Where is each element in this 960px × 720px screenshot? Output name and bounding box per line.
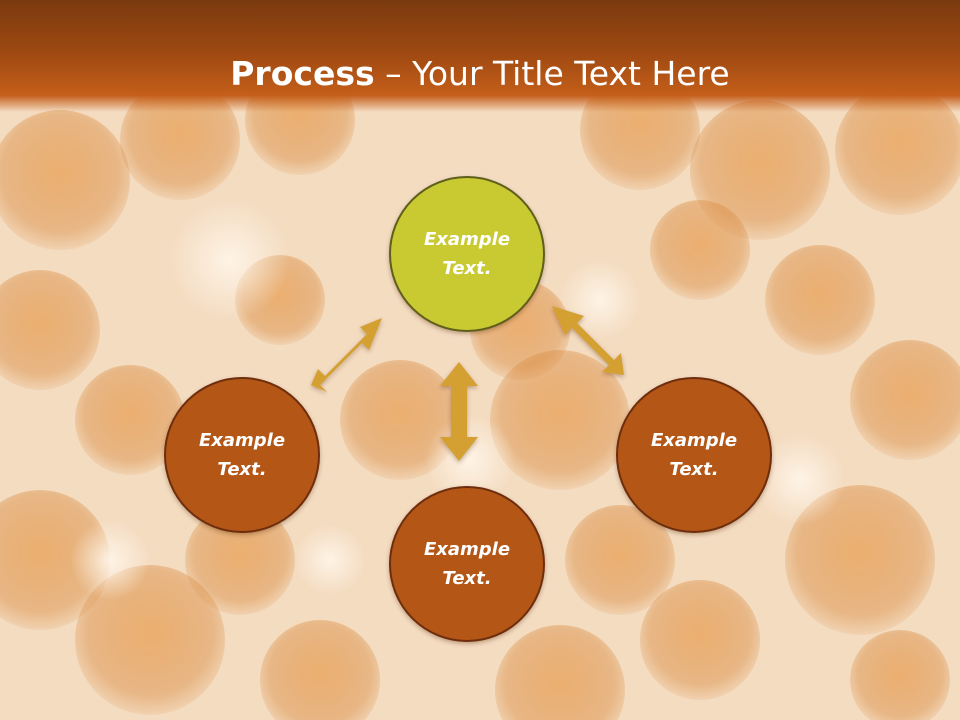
node-top-label: Example Text. <box>392 225 542 283</box>
arrow-center-vertical <box>440 362 478 461</box>
node-left-label: Example Text. <box>167 426 317 484</box>
arrow-top-left <box>311 318 382 392</box>
node-top-line1: Example <box>423 229 511 250</box>
node-right-line2: Text. <box>669 459 719 480</box>
node-top-line2: Text. <box>442 258 492 279</box>
arrow-top-right <box>552 306 624 375</box>
node-bottom-circle[interactable] <box>389 486 545 642</box>
title-separator: – <box>374 54 413 93</box>
node-left-circle[interactable] <box>164 377 320 533</box>
node-left-line1: Example <box>198 430 286 451</box>
title-banner <box>0 0 960 112</box>
title-bold-part: Process <box>230 54 375 93</box>
node-right-circle[interactable] <box>616 377 772 533</box>
node-bottom-line1: Example <box>423 539 511 560</box>
node-right-line1: Example <box>650 430 738 451</box>
node-bottom-label: Example Text. <box>392 535 542 593</box>
node-left-line2: Text. <box>217 459 267 480</box>
node-top-circle[interactable] <box>389 176 545 332</box>
slide-title: Process – Your Title Text Here <box>0 52 960 96</box>
title-rest: Your Title Text Here <box>412 54 730 93</box>
node-bottom-line2: Text. <box>442 568 492 589</box>
node-right-label: Example Text. <box>619 426 769 484</box>
